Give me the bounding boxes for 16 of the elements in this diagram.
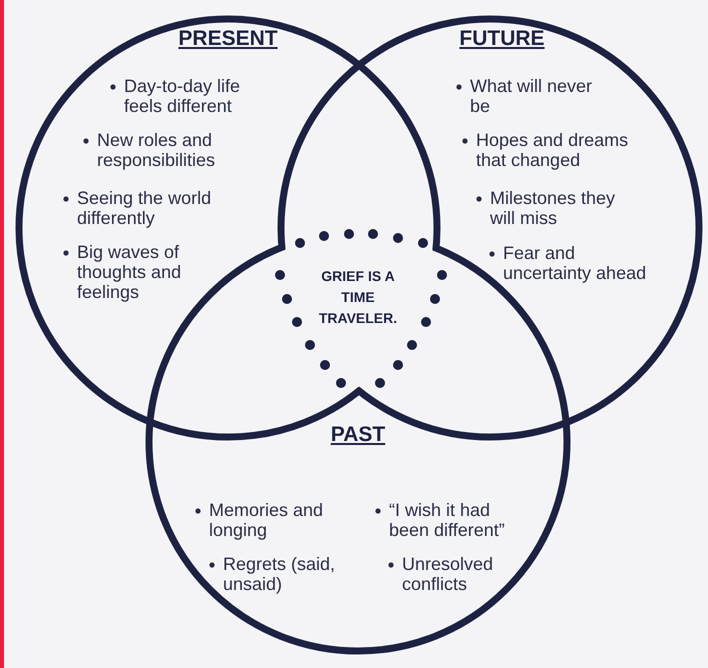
bullet-text: Unresolved conflicts <box>402 554 494 594</box>
bullet-text: Regrets (said, unsaid) <box>223 554 336 594</box>
bullet-text: Hopes and dreams that changed <box>476 130 628 170</box>
bullet-text: Seeing the world differently <box>77 188 212 228</box>
bullet-text: Milestones they will miss <box>490 188 616 228</box>
bullet-text: Memories and longing <box>209 500 324 540</box>
circle-heading: PAST <box>330 425 386 445</box>
circle-heading: FUTURE <box>458 29 546 49</box>
bullet-text: Day-to-day life feels different <box>124 76 240 116</box>
bullet-text: What will never be <box>470 76 592 116</box>
bullet-text: New roles and responsibilities <box>97 130 216 170</box>
bullet-text: Big waves of thoughts and feelings <box>77 242 182 302</box>
bullet-text: “I wish it had been different” <box>389 500 505 540</box>
center-text: GRIEF IS A TIME TRAVELER. <box>318 267 398 328</box>
circle-heading: PRESENT <box>177 29 279 49</box>
bullet-text: Fear and uncertainty ahead <box>503 243 646 283</box>
